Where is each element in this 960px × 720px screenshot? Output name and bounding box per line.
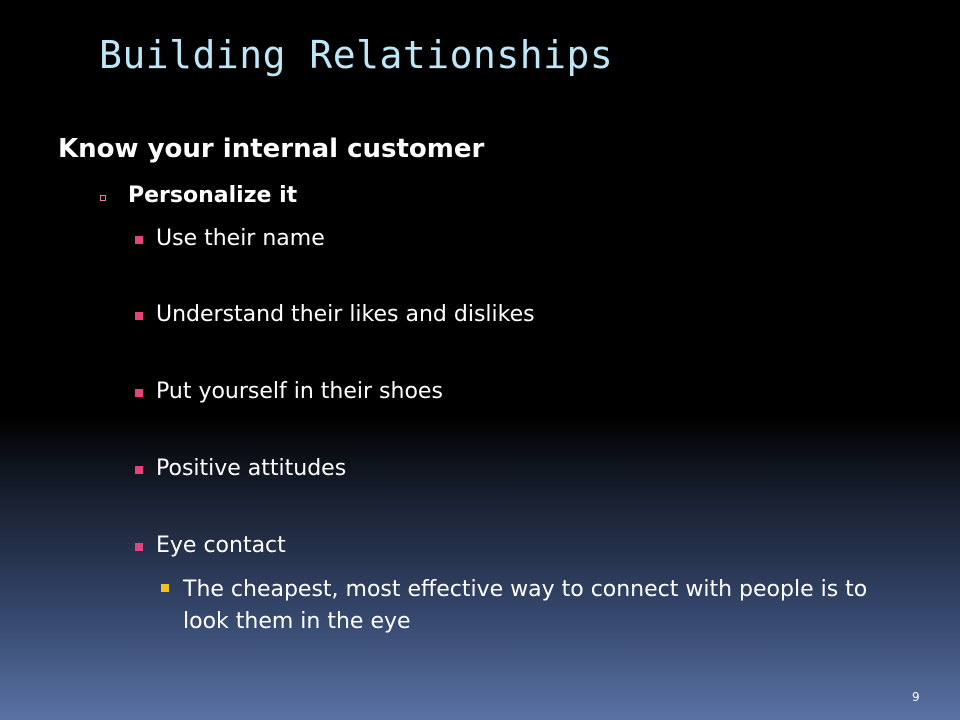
sub-bullet-item: The cheapest, most effective way to conn…	[183, 577, 868, 634]
page-number: 9	[912, 690, 920, 704]
bullet-item: Understand their likes and dislikes	[156, 302, 535, 327]
bullet-item: Put yourself in their shoes	[156, 379, 443, 404]
hollow-square-bullet-icon	[100, 195, 106, 201]
square-bullet-icon	[135, 312, 143, 320]
heading-know-customer: Know your internal customer	[58, 134, 485, 164]
subheading-personalize: Personalize it	[128, 183, 298, 208]
square-bullet-icon	[135, 466, 143, 474]
yellow-square-bullet-icon	[161, 584, 169, 592]
bullet-item: Use their name	[156, 226, 325, 251]
square-bullet-icon	[135, 236, 143, 244]
square-bullet-icon	[135, 543, 143, 551]
slide-title: Building Relationships	[99, 33, 614, 77]
bullet-item: Eye contact	[156, 533, 286, 558]
bullet-item: Positive attitudes	[156, 456, 347, 481]
square-bullet-icon	[135, 389, 143, 397]
